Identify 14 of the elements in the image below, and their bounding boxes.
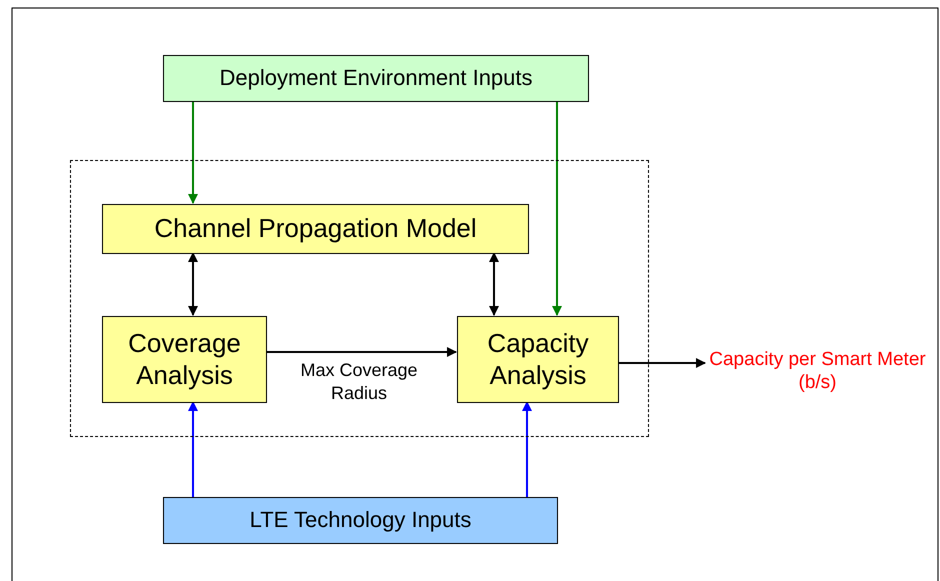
arrow	[552, 102, 562, 316]
arrow	[618, 358, 706, 368]
arrow	[266, 347, 457, 357]
process-box: Capacity Analysis	[457, 316, 619, 403]
arrow	[188, 401, 198, 497]
arrow	[522, 401, 532, 497]
arrow	[188, 102, 198, 204]
input-box: Deployment Environment Inputs	[163, 55, 589, 102]
process-box: Channel Propagation Model	[102, 204, 529, 254]
output-label: Capacity per Smart Meter (b/s)	[705, 343, 930, 401]
input-box: LTE Technology Inputs	[163, 497, 558, 544]
arrow	[489, 252, 499, 316]
process-box: Coverage Analysis	[102, 316, 267, 403]
arrow	[188, 252, 198, 316]
